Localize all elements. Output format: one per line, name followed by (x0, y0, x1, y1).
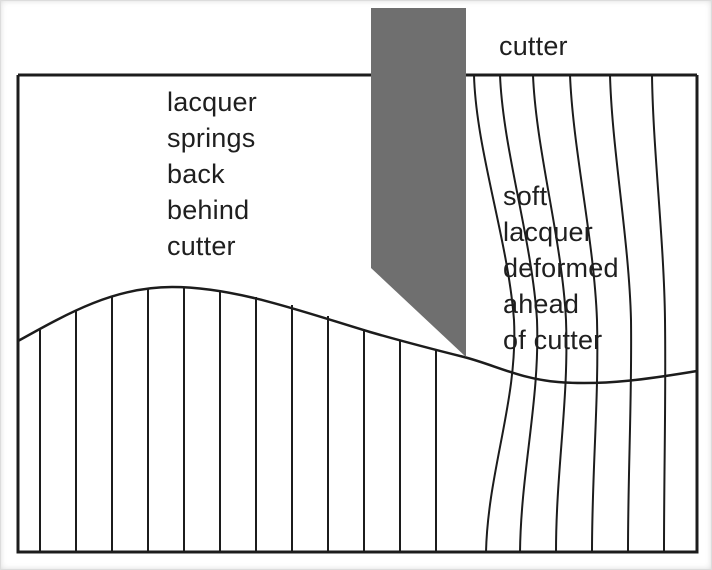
grain-line-curved (473, 74, 516, 553)
block-border-path (16, 75, 699, 554)
deformed-label: soft lacquer deformed ahead of cutter (503, 181, 619, 355)
deformed-surface-curve (16, 285, 699, 385)
grain-line-curved (651, 74, 667, 553)
grain-line-curved (569, 74, 599, 553)
surface-wave-path (16, 285, 699, 385)
cutter-shape (371, 8, 466, 357)
lacquer-block-border (16, 75, 699, 554)
cutter-label: cutter (499, 31, 568, 61)
springback-grain-lines (39, 288, 437, 552)
grain-line-curved (609, 74, 633, 553)
springback-label: lacquer springs back behind cutter (167, 87, 257, 261)
grain-line-curved (499, 74, 539, 553)
deformed-grain-lines (473, 74, 667, 553)
grain-line-curved (532, 74, 568, 553)
